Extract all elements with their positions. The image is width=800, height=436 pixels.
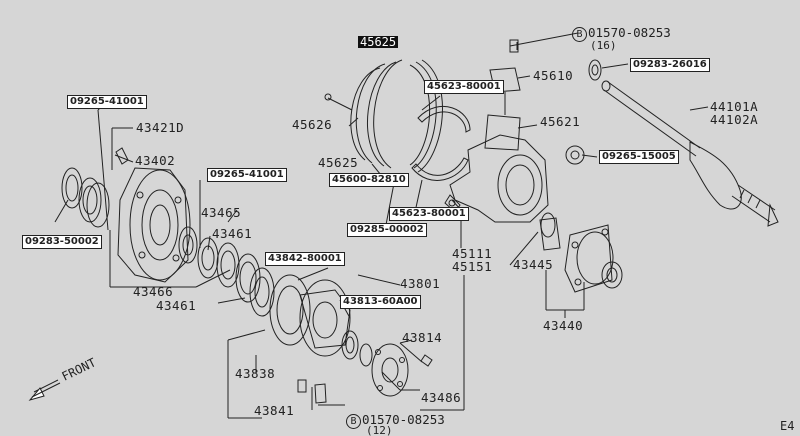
part-43466[interactable]: 43466	[133, 284, 174, 299]
part-43421d[interactable]: 43421D	[136, 120, 185, 135]
part-09265-15005[interactable]: 09265-15005	[599, 150, 679, 164]
part-45626[interactable]: 45626	[292, 117, 333, 132]
circle-b-icon: B	[572, 27, 587, 42]
part-43814[interactable]: 43814	[402, 330, 443, 345]
part-45623-80001-a[interactable]: 45623-80001	[424, 80, 504, 94]
leader-line	[509, 32, 579, 47]
part-09283-26016[interactable]: 09283-26016	[630, 58, 710, 72]
part-09265-41001-a[interactable]: 09265-41001	[67, 95, 147, 109]
ref-qty-12: (12)	[366, 424, 393, 436]
part-09285-00002[interactable]: 09285-00002	[347, 223, 427, 237]
part-45610[interactable]: 45610	[533, 68, 574, 83]
part-45111[interactable]: 45111	[452, 246, 493, 261]
part-43486[interactable]: 43486	[421, 390, 462, 405]
part-43461-a[interactable]: 43461	[212, 226, 253, 241]
circle-b-icon: B	[346, 414, 361, 429]
part-09283-50002[interactable]: 09283-50002	[22, 235, 102, 249]
page-code: E4	[780, 419, 795, 433]
part-43461-b[interactable]: 43461	[156, 298, 197, 313]
part-43813-60a00[interactable]: 43813-60A00	[340, 295, 421, 309]
part-43445[interactable]: 43445	[513, 257, 554, 272]
part-43842-80001[interactable]: 43842-80001	[265, 252, 345, 266]
knuckle-body	[449, 134, 549, 223]
part-44102a[interactable]: 44102A	[710, 112, 759, 127]
part-43801[interactable]: 43801	[400, 276, 441, 291]
part-43838[interactable]: 43838	[235, 366, 276, 381]
part-45625-highlight[interactable]: 45625	[358, 35, 399, 49]
part-45151[interactable]: 45151	[452, 259, 493, 274]
part-44101a[interactable]: 44101A	[710, 99, 759, 114]
part-45600-82810[interactable]: 45600-82810	[329, 173, 409, 187]
part-45625[interactable]: 45625	[318, 155, 359, 170]
part-43402[interactable]: 43402	[135, 153, 176, 168]
part-45623-80001-b[interactable]: 45623-80001	[389, 207, 469, 221]
part-43841[interactable]: 43841	[254, 403, 295, 418]
hub-body	[117, 167, 189, 283]
ref-qty-16: (16)	[590, 39, 617, 52]
part-43465[interactable]: 43465	[201, 205, 242, 220]
part-09265-41001-b[interactable]: 09265-41001	[207, 168, 287, 182]
part-43440[interactable]: 43440	[543, 318, 584, 333]
part-45621[interactable]: 45621	[540, 114, 581, 129]
